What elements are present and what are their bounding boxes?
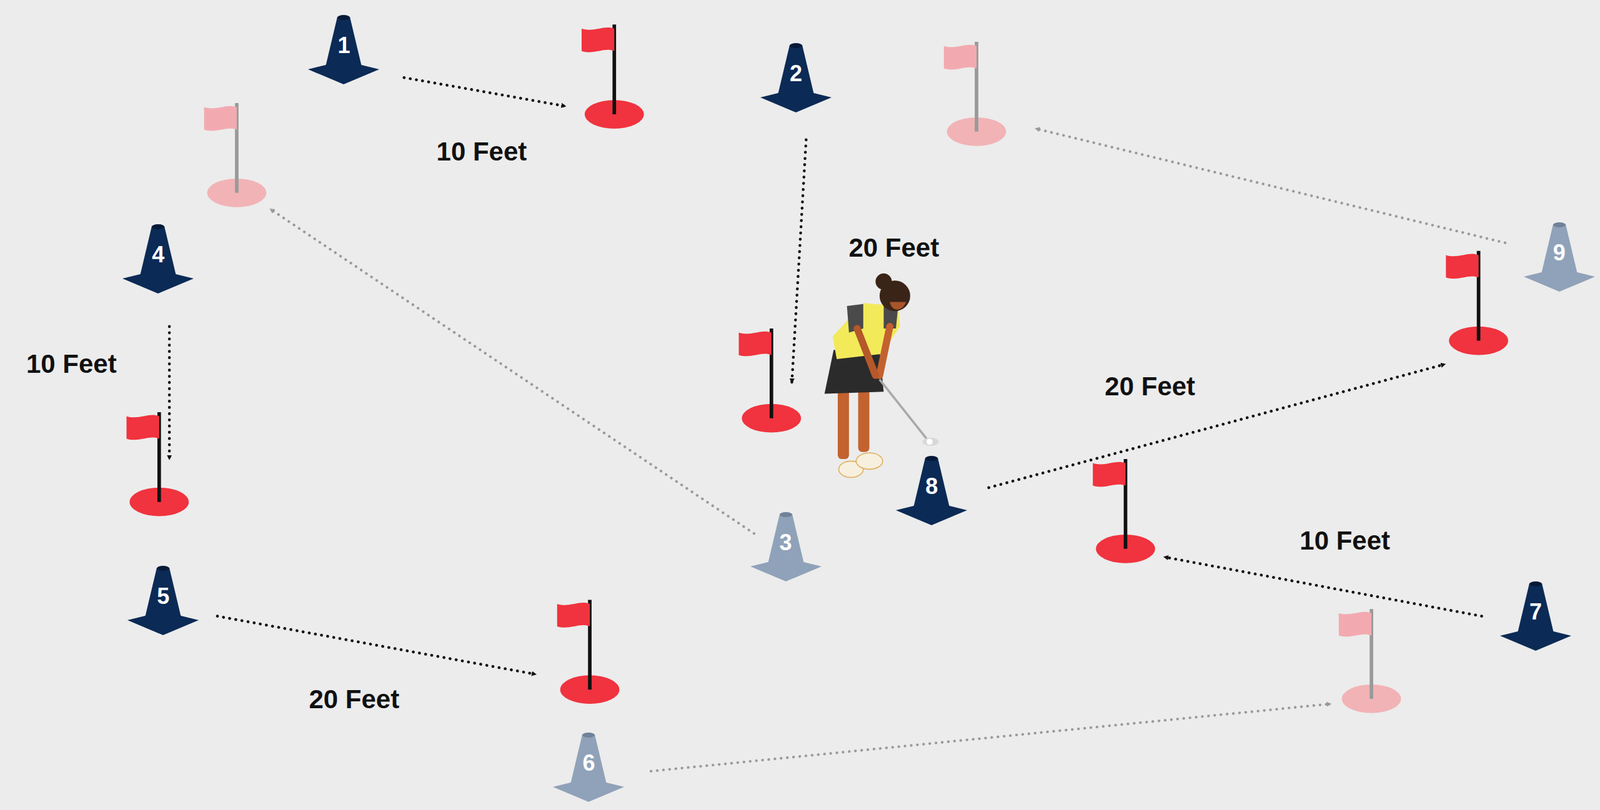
cone-number: 4 (151, 243, 165, 298)
cone-number: 2 (789, 62, 803, 117)
golf-ball (926, 438, 933, 445)
cone-number: 9 (1553, 241, 1566, 296)
flag-cloth (944, 44, 977, 70)
cone-rim (925, 456, 938, 462)
golfer-shoe (855, 452, 883, 470)
distance-label: 10 Feet (22, 349, 121, 380)
putter-head (922, 437, 939, 447)
faded-flag (204, 103, 267, 208)
numbered-cone: 9 (1521, 220, 1597, 296)
putt-path (791, 139, 806, 383)
cone-rim (779, 512, 793, 518)
distance-label: 10 Feet (432, 136, 532, 167)
distance-label: 20 Feet (304, 684, 403, 715)
cone-number: 5 (156, 585, 170, 640)
cone-rim (151, 224, 165, 230)
flag (581, 24, 645, 129)
cone-rim (582, 732, 595, 738)
flag-cloth (581, 27, 615, 53)
putt-path (270, 209, 755, 534)
golfer-arm (879, 326, 890, 376)
numbered-cone: 8 (894, 454, 969, 530)
flag-cloth (739, 331, 772, 357)
cone-rim (1529, 581, 1542, 587)
numbered-cone: 2 (758, 41, 834, 117)
cone-number: 8 (925, 475, 938, 530)
cone-rim (156, 566, 170, 572)
flag-cloth (557, 602, 590, 628)
golfer-figure (824, 273, 940, 478)
putt-path (217, 616, 537, 675)
putt-path (1164, 557, 1482, 617)
golfer-arm (857, 328, 876, 376)
putt-path (1035, 128, 1506, 244)
numbered-cone: 5 (125, 564, 201, 640)
cone-number: 1 (337, 34, 350, 89)
flag-cloth (1445, 254, 1479, 280)
flag (557, 599, 620, 705)
cone-rim (337, 14, 350, 20)
distance-label: 20 Feet (1100, 371, 1199, 402)
flag-cloth (204, 106, 237, 132)
faded-flag (944, 41, 1007, 147)
putter-shaft (879, 379, 927, 440)
golfer-leg (837, 387, 850, 460)
putt-path (650, 704, 1331, 772)
numbered-cone: 4 (120, 222, 196, 298)
faded-flag (1338, 609, 1402, 714)
numbered-cone: 1 (306, 13, 382, 89)
numbered-cone: 6 (551, 730, 627, 806)
distance-label: 20 Feet (844, 233, 943, 264)
golfer-leg (858, 387, 870, 453)
cone-rim (789, 43, 803, 49)
flag-cloth (1092, 462, 1126, 488)
putt-path (168, 326, 172, 460)
golfer-head (879, 280, 911, 312)
flag (1092, 459, 1156, 564)
putt-path (988, 364, 1446, 488)
cone-number: 3 (779, 531, 793, 586)
flag-cloth (1338, 612, 1372, 638)
cone-number: 6 (582, 752, 595, 806)
cone-rim (1553, 222, 1566, 228)
flag-cloth (126, 415, 160, 441)
putt-path (404, 77, 566, 107)
numbered-cone: 3 (748, 510, 824, 586)
flag (126, 412, 190, 517)
cone-number: 7 (1529, 601, 1542, 655)
flag (1445, 251, 1509, 356)
numbered-cone: 7 (1498, 579, 1574, 655)
distance-label: 10 Feet (1295, 526, 1394, 557)
golfer-face (889, 302, 906, 310)
flag (739, 328, 802, 433)
